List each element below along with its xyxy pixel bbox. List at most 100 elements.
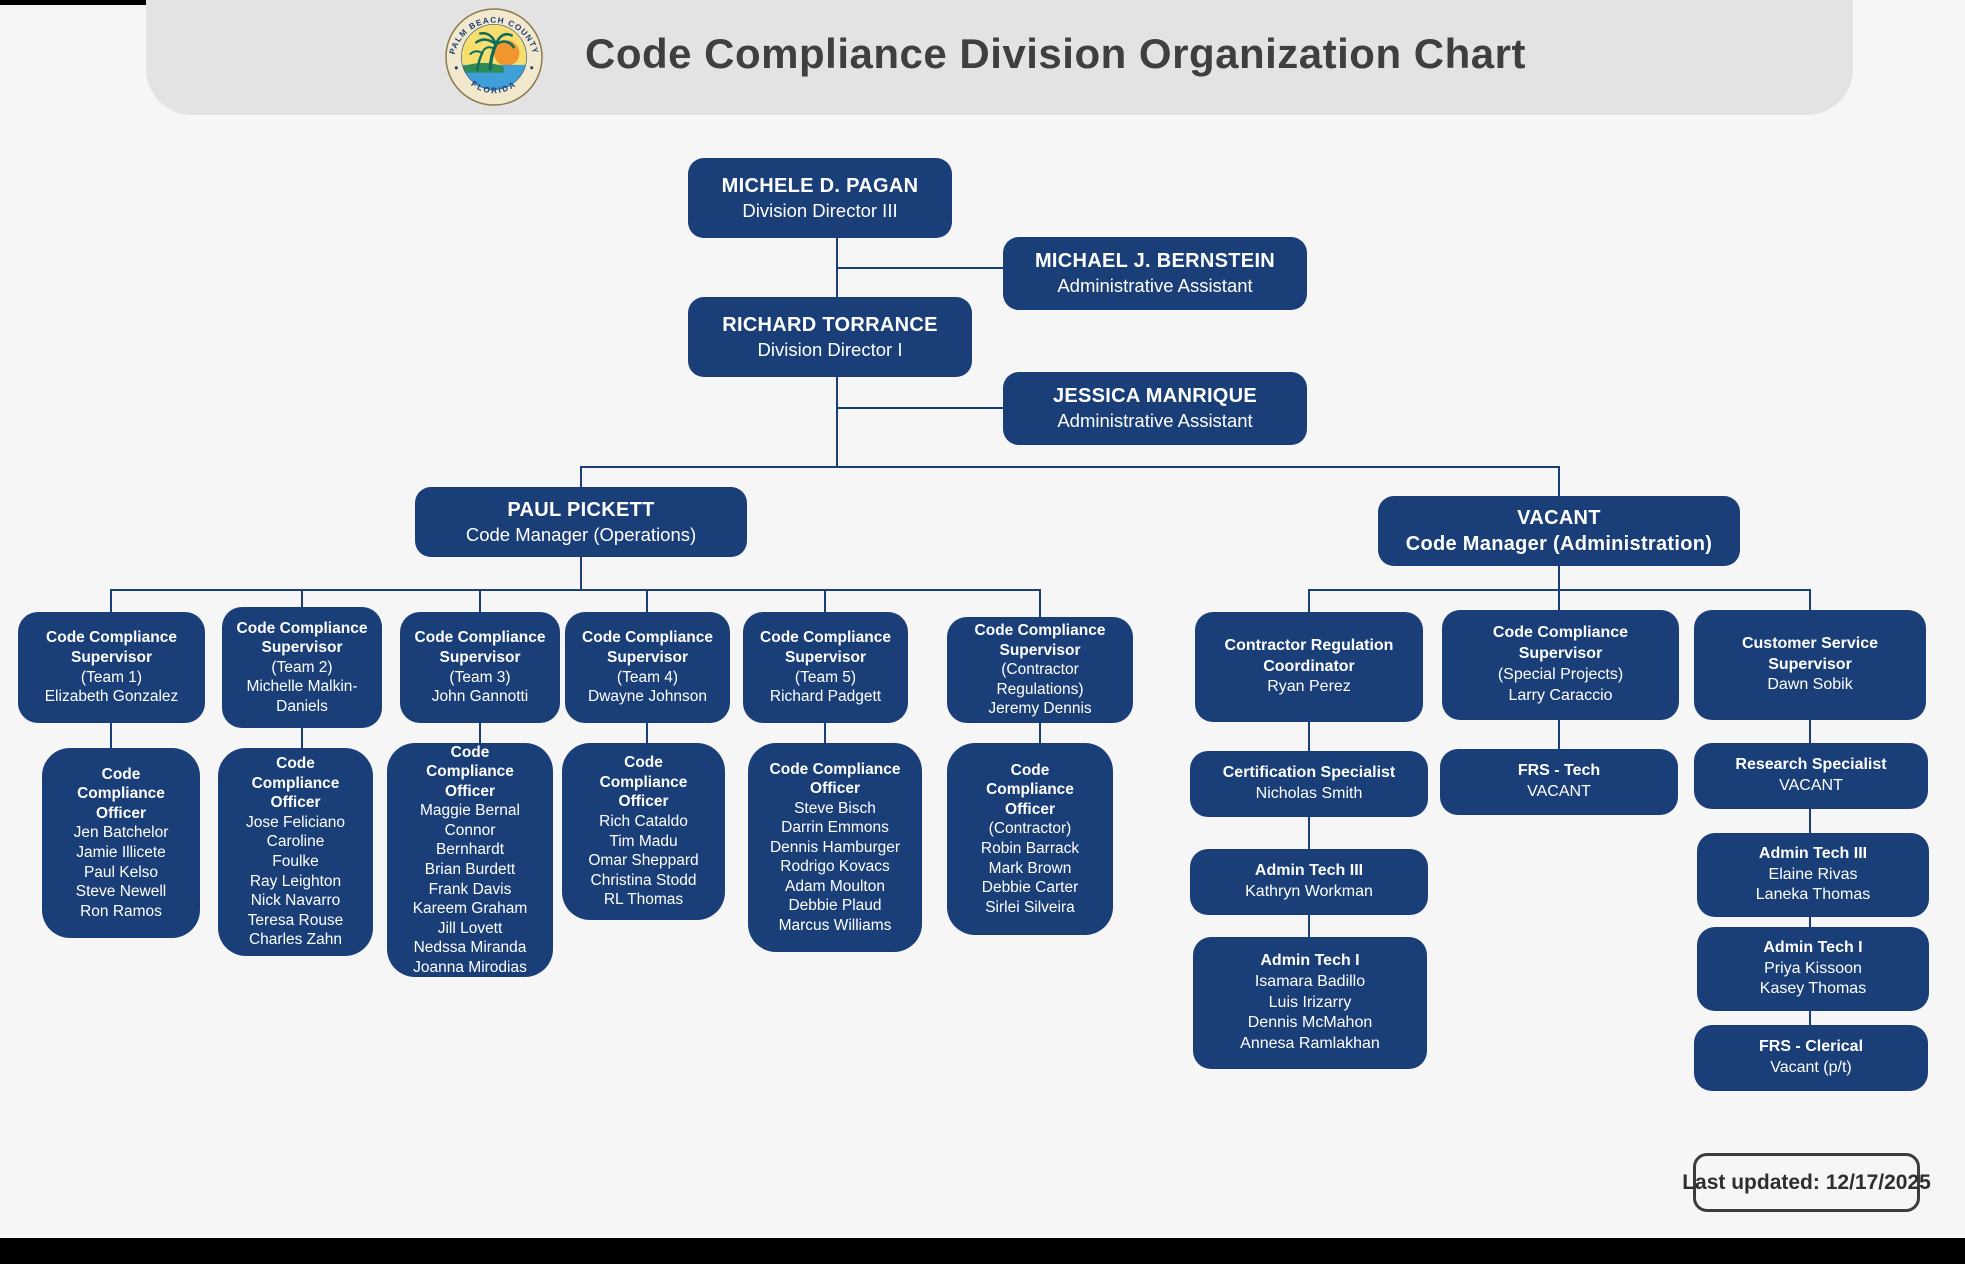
- box-role: Certification Specialist: [1222, 764, 1396, 782]
- box-role: Code Compliance Supervisor: [236, 619, 368, 657]
- box-supervisor-team4: Code Compliance Supervisor (Team 4) Dway…: [565, 612, 730, 723]
- box-role: FRS - Clerical: [1758, 1038, 1864, 1056]
- box-name: MICHELE D. PAGAN: [721, 174, 919, 197]
- connector-line: [824, 589, 826, 612]
- box-qualifier: (Contractor): [988, 820, 1072, 838]
- box-division-director-iii: MICHELE D. PAGAN Division Director III: [688, 158, 952, 238]
- box-code-manager-operations: PAUL PICKETT Code Manager (Operations): [415, 487, 747, 557]
- connector-line: [301, 589, 303, 607]
- box-role: Code Compliance Officer: [986, 761, 1074, 818]
- box-administrative-assistant-bernstein: MICHAEL J. BERNSTEIN Administrative Assi…: [1003, 237, 1307, 310]
- box-role: Code Compliance Supervisor: [1492, 624, 1629, 663]
- connector-line: [1809, 720, 1811, 743]
- box-role: Code Compliance Supervisor: [414, 629, 546, 666]
- box-officers-team3: Code Compliance Officer Maggie Bernal Co…: [387, 743, 553, 977]
- box-role: Code Compliance Officer: [769, 760, 901, 798]
- box-detail: (Team 1) Elizabeth Gonzalez: [44, 668, 179, 706]
- box-frs-tech: FRS - Tech VACANT: [1440, 749, 1678, 815]
- box-division-director-i: RICHARD TORRANCE Division Director I: [688, 297, 972, 377]
- box-names: Robin Barrack Mark Brown Debbie Carter S…: [980, 840, 1080, 916]
- box-role: Research Specialist: [1735, 756, 1887, 774]
- connector-line: [301, 728, 303, 748]
- box-admin-tech-iii-pair: Admin Tech III Elaine Rivas Laneka Thoma…: [1697, 833, 1929, 917]
- box-administrative-assistant-manrique: JESSICA MANRIQUE Administrative Assistan…: [1003, 372, 1307, 445]
- connector-line: [479, 723, 481, 743]
- connector-line: [1308, 915, 1310, 937]
- box-names: Ryan Perez: [1267, 678, 1351, 696]
- box-role: Division Director I: [757, 338, 903, 360]
- connector-line: [646, 589, 648, 612]
- box-names: Dawn Sobik: [1767, 676, 1853, 694]
- box-names: Priya Kissoon Kasey Thomas: [1759, 959, 1867, 998]
- connector-line: [836, 377, 838, 467]
- box-names: Larry Caraccio: [1508, 686, 1613, 704]
- box-supervisor-contractor-regulations: Code Compliance Supervisor (Contractor R…: [947, 617, 1133, 723]
- box-detail: (Team 4) Dwayne Johnson: [588, 668, 707, 706]
- box-contractor-regulation-coordinator: Contractor Regulation Coordinator Ryan P…: [1195, 612, 1423, 722]
- connector-line: [580, 557, 582, 590]
- box-detail: (Contractor Regulations) Jeremy Dennis: [988, 661, 1092, 718]
- box-supervisor-team3: Code Compliance Supervisor (Team 3) John…: [400, 612, 560, 723]
- box-name: MICHAEL J. BERNSTEIN: [1034, 250, 1276, 273]
- box-supervisor-team2: Code Compliance Supervisor (Team 2) Mich…: [222, 607, 382, 728]
- box-names: VACANT: [1527, 783, 1591, 800]
- box-names: Jen Batchelor Jamie Illicete Paul Kelso …: [73, 824, 169, 920]
- box-role: Contractor Regulation Coordinator: [1224, 636, 1394, 675]
- bottom-black-bar: [0, 1238, 1965, 1264]
- box-detail: (Team 2) Michelle Malkin-Daniels: [246, 658, 358, 715]
- box-role: Code Compliance Supervisor: [974, 622, 1106, 659]
- box-role: Administrative Assistant: [1057, 410, 1253, 432]
- connector-line: [110, 589, 1041, 591]
- connector-line: [824, 723, 826, 743]
- box-name: JESSICA MANRIQUE: [1052, 385, 1258, 408]
- box-certification-specialist: Certification Specialist Nicholas Smith: [1190, 751, 1428, 817]
- box-names: Maggie Bernal Connor Bernhardt Brian Bur…: [412, 802, 528, 976]
- connector-line: [836, 267, 1003, 269]
- connector-line: [1039, 723, 1041, 743]
- connector-line: [1558, 566, 1560, 590]
- box-role: Code Compliance Supervisor: [46, 629, 177, 666]
- box-role: Customer Service Supervisor: [1741, 634, 1879, 673]
- connector-line: [1809, 809, 1811, 833]
- box-role: Admin Tech III: [1758, 844, 1868, 862]
- box-officers-team2: Code Compliance Officer Jose Feliciano C…: [218, 748, 373, 956]
- box-names: Kathryn Workman: [1245, 883, 1373, 900]
- box-admin-tech-i-group: Admin Tech I Isamara Badillo Luis Irizar…: [1193, 937, 1427, 1069]
- box-names: Elaine Rivas Laneka Thomas: [1755, 865, 1871, 904]
- box-names: Nicholas Smith: [1255, 785, 1363, 802]
- box-role: Administrative Assistant: [1057, 275, 1253, 297]
- box-qualifier: (Special Projects): [1497, 666, 1624, 683]
- box-officers-team1: Code Compliance Officer Jen Batchelor Ja…: [42, 748, 200, 938]
- box-role: Code Compliance Officer: [77, 765, 165, 822]
- box-role: Code Manager (Operations): [465, 523, 697, 545]
- box-role: Division Director III: [742, 199, 898, 221]
- connector-line: [1308, 589, 1310, 612]
- box-names: Steve Bisch Darrin Emmons Dennis Hamburg…: [769, 799, 901, 934]
- box-admin-tech-iii-workman: Admin Tech III Kathryn Workman: [1190, 849, 1428, 915]
- connector-line: [479, 589, 481, 612]
- box-names: Jose Feliciano Caroline Foulke Ray Leigh…: [245, 813, 346, 949]
- box-detail: (Team 3) John Gannotti: [431, 668, 529, 706]
- connector-line: [1558, 720, 1560, 749]
- connector-line: [1039, 589, 1041, 617]
- box-code-manager-administration: VACANT Code Manager (Administration): [1378, 496, 1740, 566]
- box-name: VACANT Code Manager (Administration): [1405, 507, 1713, 555]
- box-role: Code Compliance Supervisor: [760, 629, 891, 666]
- top-left-black-strip: [0, 0, 146, 5]
- box-supervisor-special-projects: Code Compliance Supervisor (Special Proj…: [1442, 610, 1679, 720]
- box-role: Code Compliance Supervisor: [582, 629, 713, 666]
- box-name: RICHARD TORRANCE: [722, 313, 938, 336]
- box-names: VACANT: [1779, 777, 1843, 794]
- page-header: [146, 0, 1853, 115]
- box-name: PAUL PICKETT: [507, 498, 655, 521]
- box-officers-contractor: Code Compliance Officer (Contractor) Rob…: [947, 743, 1113, 935]
- connector-line: [646, 723, 648, 743]
- box-frs-clerical: FRS - Clerical Vacant (p/t): [1694, 1025, 1928, 1091]
- connector-line: [1558, 466, 1560, 496]
- box-names: Isamara Badillo Luis Irizarry Dennis McM…: [1240, 972, 1380, 1053]
- box-names: Vacant (p/t): [1770, 1059, 1852, 1076]
- box-role: Code Compliance Officer: [251, 755, 340, 812]
- box-role: Code Compliance Officer: [426, 743, 514, 800]
- page-title: Code Compliance Division Organization Ch…: [585, 30, 1526, 77]
